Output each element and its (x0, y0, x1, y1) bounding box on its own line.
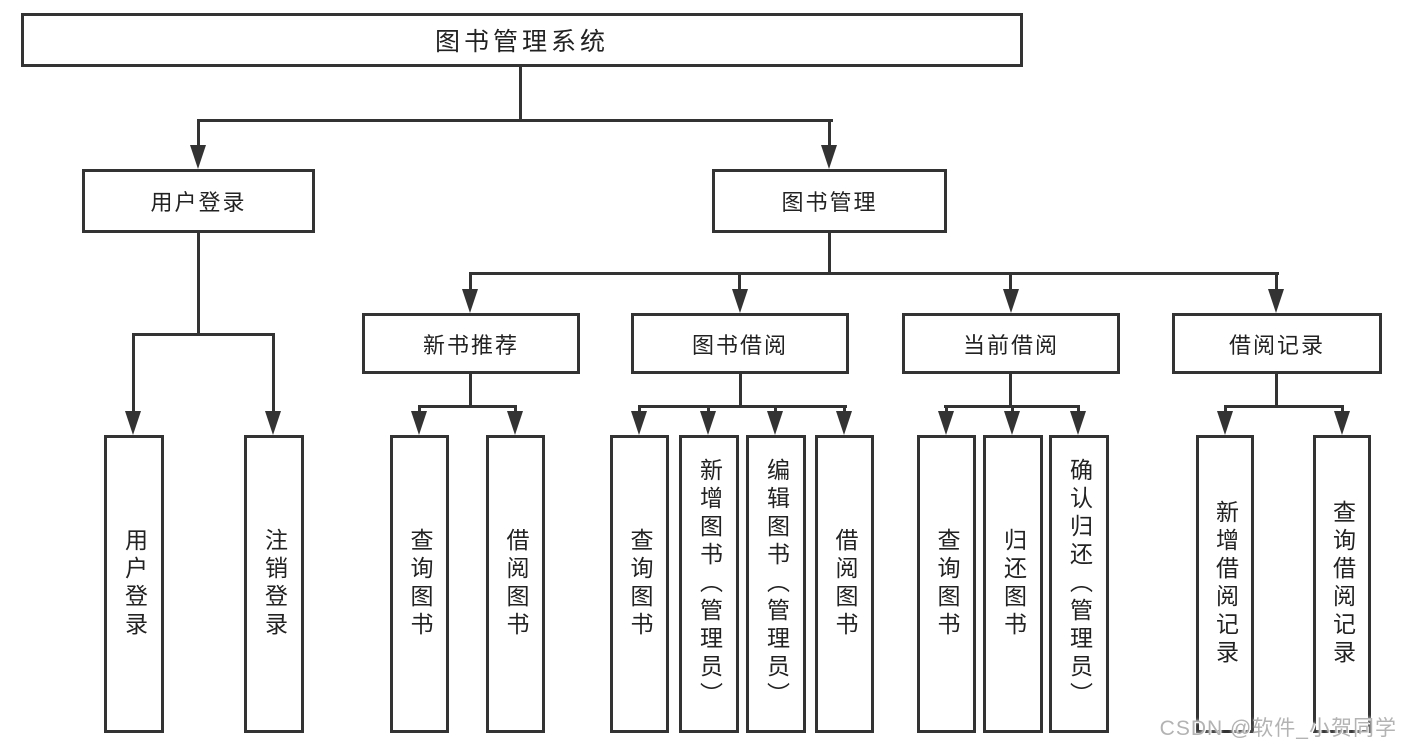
csdn-watermark: CSDN @软件_小贺同学 (1159, 717, 1397, 740)
connector-line (469, 272, 472, 292)
connector-arrow (462, 289, 478, 313)
connector-arrow (700, 411, 716, 435)
connector-arrow (1003, 289, 1019, 313)
connector-arrow (265, 411, 281, 435)
connector-arrow (836, 411, 852, 435)
connector-line (469, 374, 472, 408)
connector-line (1341, 405, 1344, 415)
connector-line (739, 374, 742, 408)
connector-arrow (1334, 411, 1350, 435)
connector-arrow (125, 411, 141, 435)
connector-line (1224, 405, 1344, 408)
connector-arrow (507, 411, 523, 435)
connector-line (514, 405, 517, 415)
connector-line (843, 405, 846, 415)
connector-line (1011, 405, 1014, 415)
connector-line (418, 405, 421, 415)
connector-line (828, 233, 831, 275)
connector-arrow (821, 145, 837, 169)
connector-line (828, 119, 831, 147)
connector-line (1009, 272, 1012, 292)
connector-arrow (1217, 411, 1233, 435)
leaf-add-books-admin: 新增图书（管理员） (679, 435, 739, 733)
connector-line (1275, 374, 1278, 408)
connector-line (519, 67, 522, 119)
connector-arrow (938, 411, 954, 435)
connector-line (418, 405, 517, 408)
connector-line (132, 333, 135, 413)
connector-line (469, 272, 1279, 275)
leaf-confirm-return-admin: 确认归还（管理员） (1049, 435, 1109, 733)
leaf-add-borrow-record: 新增借阅记录 (1196, 435, 1254, 733)
connector-line (638, 405, 847, 408)
leaf-query-books-2: 查询图书 (610, 435, 669, 733)
connector-line (1009, 374, 1012, 408)
connector-line (197, 119, 833, 122)
connector-line (638, 405, 641, 415)
connector-line (945, 405, 948, 415)
leaf-edit-books-admin: 编辑图书（管理员） (746, 435, 806, 733)
connector-line (1275, 272, 1278, 292)
leaf-borrow-books-2: 借阅图书 (815, 435, 874, 733)
node-book-borrow: 图书借阅 (631, 313, 849, 374)
leaf-return-books: 归还图书 (983, 435, 1043, 733)
node-new-book-recommend: 新书推荐 (362, 313, 580, 374)
node-root-system: 图书管理系统 (21, 13, 1023, 67)
leaf-query-borrow-record: 查询借阅记录 (1313, 435, 1371, 733)
leaf-query-books-3: 查询图书 (917, 435, 976, 733)
connector-line (272, 333, 275, 413)
connector-arrow (1070, 411, 1086, 435)
node-user-login: 用户登录 (82, 169, 315, 233)
node-book-management: 图书管理 (712, 169, 947, 233)
connector-line (1224, 405, 1227, 415)
leaf-logout-login: 注销登录 (244, 435, 304, 733)
connector-line (774, 405, 777, 415)
connector-line (197, 119, 200, 147)
connector-arrow (767, 411, 783, 435)
connector-arrow (631, 411, 647, 435)
connector-line (707, 405, 710, 415)
connector-line (132, 333, 275, 336)
connector-line (1077, 405, 1080, 415)
connector-line (197, 233, 200, 335)
connector-arrow (411, 411, 427, 435)
leaf-query-books-1: 查询图书 (390, 435, 449, 733)
node-current-borrow: 当前借阅 (902, 313, 1120, 374)
node-borrow-records: 借阅记录 (1172, 313, 1382, 374)
leaf-user-login: 用户登录 (104, 435, 164, 733)
connector-arrow (1004, 411, 1020, 435)
connector-arrow (732, 289, 748, 313)
connector-arrow (1268, 289, 1284, 313)
leaf-borrow-books-1: 借阅图书 (486, 435, 545, 733)
connector-arrow (190, 145, 206, 169)
connector-line (738, 272, 741, 292)
